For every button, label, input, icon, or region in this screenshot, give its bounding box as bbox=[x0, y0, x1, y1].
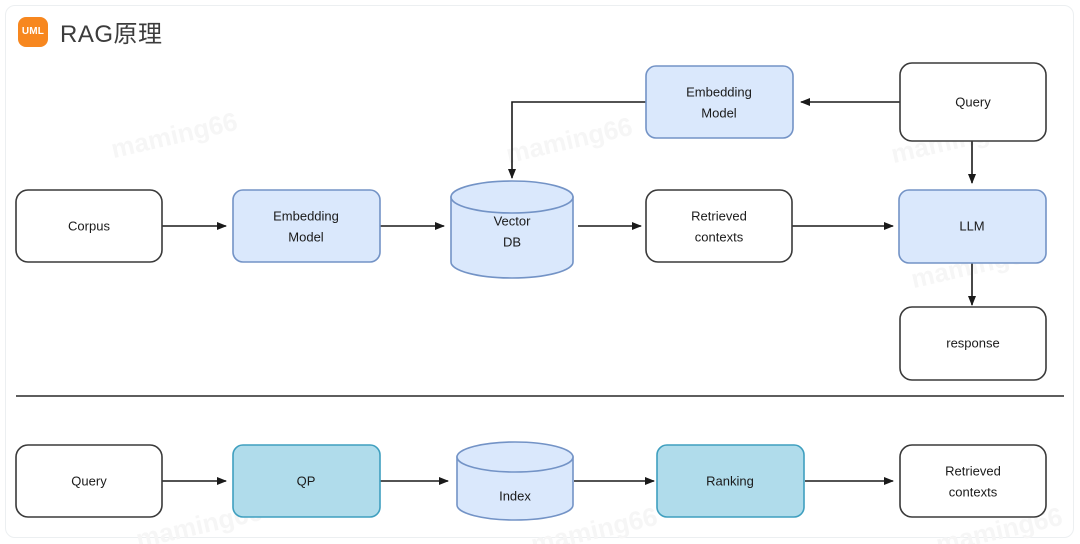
node-retrieved-contexts-top[interactable]: Retrieved contexts bbox=[645, 189, 793, 263]
node-query-bottom-label: Query bbox=[71, 473, 107, 488]
node-ranking[interactable]: Ranking bbox=[656, 444, 805, 518]
edges-rag-flow bbox=[162, 98, 976, 306]
node-retrieved-contexts-top-label-line2: contexts bbox=[695, 229, 744, 244]
node-index[interactable]: Index bbox=[456, 441, 574, 521]
node-ranking-label: Ranking bbox=[706, 473, 754, 488]
section-search-flow: Query QP Index Ranking Retrieved bbox=[15, 441, 1047, 521]
section-rag-flow: Corpus Embedding Model Vector DB Retriev… bbox=[15, 62, 1047, 381]
node-query-top-label: Query bbox=[955, 94, 991, 109]
node-query-bottom[interactable]: Query bbox=[15, 444, 163, 518]
node-qp[interactable]: QP bbox=[232, 444, 381, 518]
node-retrieved-contexts-bottom-label-line2: contexts bbox=[949, 484, 998, 499]
node-index-label: Index bbox=[499, 488, 531, 503]
node-retrieved-contexts-bottom[interactable]: Retrieved contexts bbox=[899, 444, 1047, 518]
page-title: RAG原理 bbox=[60, 21, 163, 48]
node-embedding-model-index[interactable]: Embedding Model bbox=[232, 189, 381, 263]
node-llm[interactable]: LLM bbox=[898, 189, 1047, 264]
node-embedding-model-index-label-line1: Embedding bbox=[273, 208, 339, 223]
node-vector-db[interactable]: Vector DB bbox=[450, 180, 574, 279]
node-response[interactable]: response bbox=[899, 306, 1047, 381]
header: UML RAG原理 bbox=[18, 14, 163, 49]
node-vector-db-label-line2: DB bbox=[503, 234, 521, 249]
node-embedding-model-query-label-line2: Model bbox=[701, 105, 737, 120]
node-query-top[interactable]: Query bbox=[899, 62, 1047, 142]
edge-embedding-to-vectordb-top bbox=[508, 101, 646, 179]
node-embedding-model-query-label-line1: Embedding bbox=[686, 84, 752, 99]
node-retrieved-contexts-top-label-line1: Retrieved bbox=[691, 208, 747, 223]
node-llm-label: LLM bbox=[959, 218, 984, 233]
node-corpus-label: Corpus bbox=[68, 218, 110, 233]
node-embedding-model-query[interactable]: Embedding Model bbox=[645, 65, 794, 139]
node-embedding-model-index-label-line2: Model bbox=[288, 229, 324, 244]
node-qp-label: QP bbox=[297, 473, 316, 488]
node-retrieved-contexts-bottom-label-line1: Retrieved bbox=[945, 463, 1001, 478]
node-corpus[interactable]: Corpus bbox=[15, 189, 163, 263]
node-vector-db-label-line1: Vector bbox=[494, 213, 532, 228]
uml-logo-icon: UML bbox=[18, 16, 48, 47]
node-response-label: response bbox=[946, 335, 999, 350]
